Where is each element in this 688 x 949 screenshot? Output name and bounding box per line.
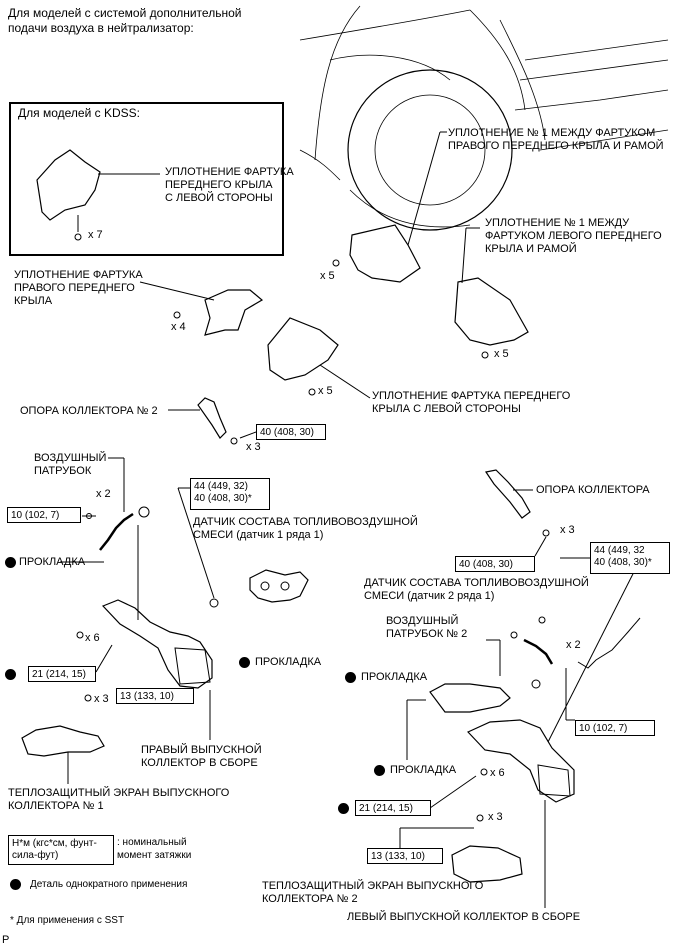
torque-box: 44 (449, 32) 40 (408, 30)* [190,478,270,510]
label-x5-b: x 5 [494,348,509,360]
non-reusable-marker [345,672,356,683]
label-gasket-c: ПРОКЛАДКА [361,671,428,683]
kdss-left-seal-part [36,149,160,241]
legend-torque-unit-box: Н*м (кгс*см, фунт- сила-фут) [8,835,114,865]
label-x4: x 4 [171,321,186,333]
label-x3-a: x 3 [246,441,261,453]
vehicle-body-outline [299,5,669,231]
label-seal1-left: УПЛОТНЕНИЕ № 1 МЕЖДУ ФАРТУКОМ ЛЕВОГО ПЕР… [485,217,662,255]
right-air-pipe-part [60,457,150,620]
label-air-pipe: ВОЗДУШНЫЙ ПАТРУБОК [34,452,107,477]
seal-right-front-part [139,281,264,336]
label-x2-b: x 2 [566,639,581,651]
label-af-sensor-b2s1: ДАТЧИК СОСТАВА ТОПЛИВОВОЗДУШНОЙ СМЕСИ (д… [364,577,589,602]
torque-box: 21 (214, 15) [28,666,96,682]
torque-box: 40 (408, 30) [256,424,326,440]
non-reusable-marker [5,669,16,680]
header-air-system-note: Для моделей с системой дополнительной по… [8,6,242,35]
label-heat-insulator2: ТЕПЛОЗАЩИТНЫЙ ЭКРАН ВЫПУСКНОГО КОЛЛЕКТОР… [262,880,484,905]
label-af-sensor-b1s1: ДАТЧИК СОСТАВА ТОПЛИВОВОЗДУШНОЙ СМЕСИ (д… [193,516,418,541]
label-right-manifold: ПРАВЫЙ ВЫПУСКНОЙ КОЛЛЕКТОР В СБОРЕ [141,744,262,769]
label-manifold-stay: ОПОРА КОЛЛЕКТОРА [536,484,650,496]
seal1-right-part [332,131,447,283]
torque-box: 44 (449, 32 40 (408, 30)* [590,542,670,574]
non-reusable-marker [374,765,385,776]
torque-box: 10 (102, 7) [575,720,655,736]
right-gasket-part [249,569,309,603]
label-x5-a: x 5 [320,270,335,282]
label-x3-b: x 3 [560,524,575,536]
manifold-stay-part [485,469,550,557]
non-reusable-marker [239,657,250,668]
non-reusable-marker [5,557,16,568]
legend-sst-note: * Для применения с SST [10,915,125,926]
legend-non-reusable-text: Деталь однократного применения [30,879,188,890]
label-heat-insulator1: ТЕПЛОЗАЩИТНЫЙ ЭКРАН ВЫПУСКНОГО КОЛЛЕКТОР… [8,787,230,812]
page-mark: P [2,934,10,946]
label-x6-a: x 6 [85,632,100,644]
seal1-left-part [454,227,529,359]
label-seal-left-front-kdss: УПЛОТНЕНИЕ ФАРТУКА ПЕРЕДНЕГО КРЫЛА С ЛЕВ… [165,166,294,204]
label-seal-right-front: УПЛОТНЕНИЕ ФАРТУКА ПРАВОГО ПЕРЕДНЕГО КРЫ… [14,269,143,307]
legend-non-reusable-dot [10,879,21,890]
label-gasket-a: ПРОКЛАДКА [19,556,86,568]
header-kdss-note: Для моделей с KDSS: [18,106,140,120]
manifold-stay2-part [168,397,257,445]
label-gasket-b: ПРОКЛАДКА [255,656,322,668]
heat-insulator2-part [399,814,523,883]
label-x3-d: x 3 [488,811,503,823]
label-manifold-stay2: ОПОРА КОЛЛЕКТОРА № 2 [20,405,158,417]
label-x2-a: x 2 [96,488,111,500]
label-x3-c: x 3 [94,693,109,705]
torque-box: 21 (214, 15) [355,800,431,816]
label-x6-b: x 6 [490,767,505,779]
label-left-manifold: ЛЕВЫЙ ВЫПУСКНОЙ КОЛЛЕКТОР В СБОРЕ [347,911,581,923]
right-exhaust-manifold-part [76,487,219,740]
label-x5-c: x 5 [318,385,333,397]
label-x7: x 7 [88,229,103,241]
heat-insulator1-part [21,694,105,784]
torque-box: 13 (133, 10) [116,688,194,704]
legend-torque-description: : номинальный момент затяжки [117,837,192,861]
label-air-pipe2: ВОЗДУШНЫЙ ПАТРУБОК № 2 [386,615,468,640]
non-reusable-marker [338,803,349,814]
left-exhaust-manifold-part [406,559,641,908]
torque-box: 10 (102, 7) [7,507,81,523]
seal-left-front-part [267,317,371,399]
torque-box: 13 (133, 10) [367,848,443,864]
label-seal-left-front: УПЛОТНЕНИЕ ФАРТУКА ПЕРЕДНЕГО КРЫЛА С ЛЕВ… [372,390,571,415]
left-air-pipe2-part [486,616,641,721]
torque-box: 40 (408, 30) [455,556,535,572]
label-seal1-right: УПЛОТНЕНИЕ № 1 МЕЖДУ ФАРТУКОМ ПРАВОГО ПЕ… [448,127,664,152]
label-gasket-d: ПРОКЛАДКА [390,764,457,776]
kdss-inset-frame [9,102,284,256]
